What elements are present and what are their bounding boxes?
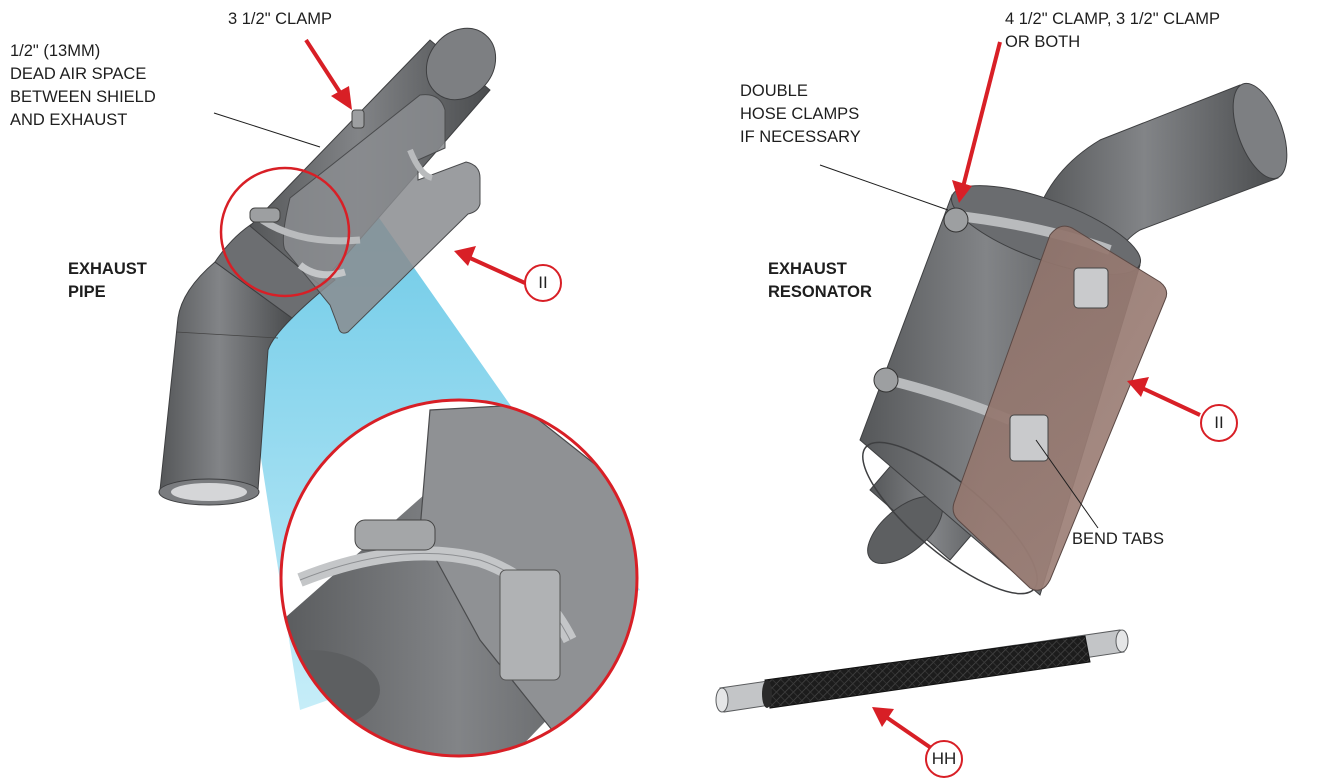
leader-bend-tabs [1035,439,1099,529]
callout-shield-left: II [524,264,562,302]
arrow-clamp-left [304,38,352,110]
label-dead-air-line-4: AND EXHAUST [10,111,128,129]
label-dead-air-line-3: BETWEEN SHIELD [10,88,156,106]
label-double-hose-line-1: DOUBLE [740,82,808,100]
label-exhaust-resonator: EXHAUST RESONATOR [768,258,872,304]
callout-shield-right: II [1200,404,1238,442]
zoom-detail [279,398,639,758]
arrow-sleeve [872,707,936,752]
label-exhaust-pipe: EXHAUST PIPE [68,258,147,304]
exhaust-pipe-drawing [158,27,497,506]
arrow-shield-left [454,246,526,285]
label-clamp-left: 3 1/2" CLAMP [228,10,332,28]
label-clamp-right-line-1: 4 1/2" CLAMP, 3 1/2" CLAMP [1005,10,1221,28]
label-dead-air-space: 1/2" (13MM) DEAD AIR SPACE BETWEEN SHIEL… [10,40,156,132]
arrow-shield-right [1127,377,1201,417]
label-exhaust-resonator-line-1: EXHAUST [768,260,847,278]
label-exhaust-pipe-line-2: PIPE [68,283,106,301]
label-double-hose-line-2: HOSE CLAMPS [740,105,860,123]
arrow-clamp-right [952,41,1002,203]
leader-dead-air [213,112,321,148]
label-dead-air-line-2: DEAD AIR SPACE [10,65,147,83]
label-clamp-right: 4 1/2" CLAMP, 3 1/2" CLAMP OR BOTH [1005,8,1220,54]
label-clamp-right-line-2: OR BOTH [1005,33,1081,51]
label-exhaust-resonator-line-2: RESONATOR [768,283,872,301]
callout-sleeve: HH [925,740,963,778]
exhaust-resonator-drawing [859,82,1288,596]
label-double-hose-line-3: IF NECESSARY [740,128,861,146]
sleeve-drawing [715,629,1129,713]
leader-double-hose [819,164,949,211]
label-dead-air-line-1: 1/2" (13MM) [10,42,101,60]
label-double-hose-clamps: DOUBLE HOSE CLAMPS IF NECESSARY [740,80,861,149]
label-bend-tabs: BEND TABS [1072,530,1164,548]
label-exhaust-pipe-line-1: EXHAUST [68,260,147,278]
